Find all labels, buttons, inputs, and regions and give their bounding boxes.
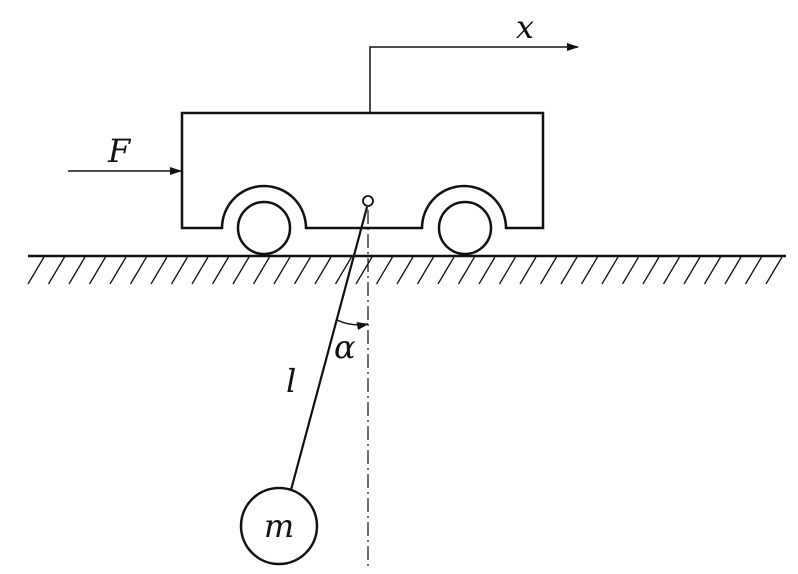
pendulum-rod — [289, 206, 369, 491]
hatch-mark — [396, 256, 414, 285]
x-axis-arrow — [369, 43, 579, 113]
cart-body — [180, 111, 545, 230]
hatch-mark — [621, 256, 640, 285]
hatch-mark — [47, 256, 66, 285]
hatch-mark — [252, 256, 271, 285]
length-label: l — [286, 362, 296, 400]
hatch-mark — [703, 256, 722, 285]
mass-label: m — [264, 507, 294, 545]
hatch-mark — [642, 256, 660, 285]
hatch-mark — [539, 256, 558, 285]
hatch-mark — [170, 256, 189, 285]
hatch-mark — [683, 256, 701, 285]
pivot-joint — [362, 195, 374, 207]
hatch-mark — [232, 256, 250, 285]
hatch-mark — [498, 256, 517, 285]
hatch-mark — [662, 256, 681, 285]
hatch-mark — [437, 256, 455, 285]
hatch-mark — [457, 256, 476, 285]
hatch-mark — [314, 256, 332, 285]
hatch-mark — [601, 256, 619, 285]
left-wheel — [236, 200, 292, 256]
hatch-mark — [27, 256, 45, 285]
hatch-mark — [724, 256, 742, 285]
ground — [27, 254, 786, 285]
hatch-mark — [191, 256, 209, 285]
ground-hatching — [27, 256, 783, 285]
hatch-mark — [375, 256, 394, 285]
hatch-mark — [109, 256, 127, 285]
hatch-mark — [88, 256, 107, 285]
angle-label: α — [334, 328, 356, 366]
hatch-mark — [150, 256, 168, 285]
hatch-mark — [334, 256, 353, 285]
hatch-mark — [519, 256, 537, 285]
hatch-mark — [478, 256, 496, 285]
hatch-mark — [580, 256, 599, 285]
hatch-mark — [211, 256, 230, 285]
hatch-mark — [273, 256, 291, 285]
right-wheel — [437, 200, 493, 256]
force-label: F — [107, 132, 132, 170]
hatch-mark — [744, 256, 763, 285]
hatch-mark — [355, 256, 373, 285]
hatch-mark — [416, 256, 435, 285]
hatch-mark — [68, 256, 86, 285]
hatch-mark — [129, 256, 148, 285]
hatch-mark — [293, 256, 312, 285]
angle-arc — [336, 319, 369, 330]
pendulum-bob — [239, 486, 319, 566]
hatch-mark — [560, 256, 578, 285]
x-axis-label: x — [516, 8, 534, 46]
hatch-mark — [765, 256, 783, 285]
